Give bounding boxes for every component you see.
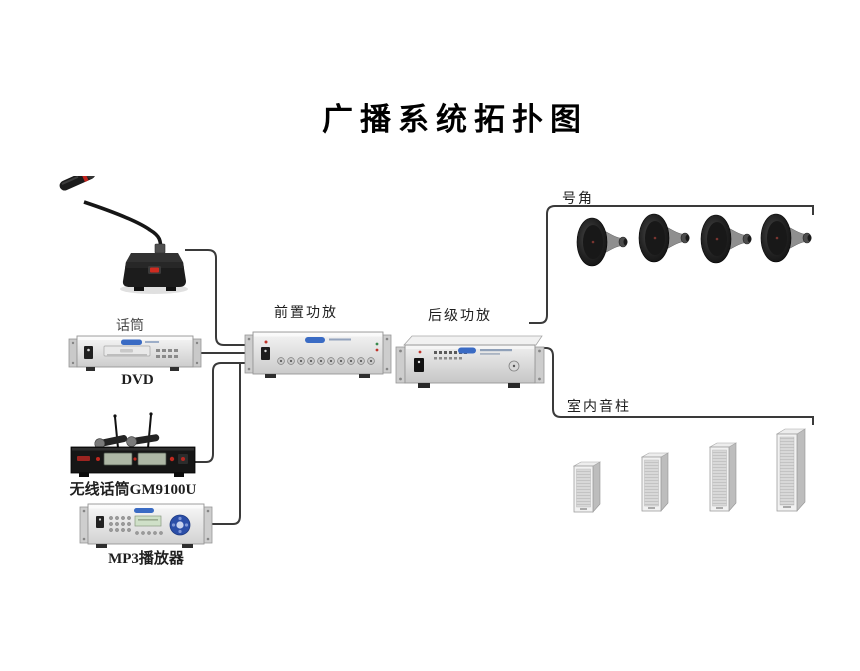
horn-speaker-image (638, 213, 690, 263)
power-amp-label: 后级功放 (428, 309, 492, 324)
line-mic-to-preamp (185, 249, 247, 346)
column-speaker-image (640, 452, 670, 512)
column-speaker-image (775, 428, 807, 512)
page-title: 广播系统拓扑图 (322, 102, 588, 137)
mp3-player-image (79, 503, 213, 548)
microphone-image (59, 176, 188, 294)
column-group-label: 室内音柱 (567, 400, 631, 415)
mp3-player-label: MP3播放器 (108, 551, 184, 567)
dvd-label: DVD (121, 372, 154, 388)
power-amp-image (395, 335, 545, 388)
column-speaker-image (708, 442, 738, 512)
preamp-label: 前置功放 (274, 306, 338, 321)
wireless-mic-label: 无线话筒GM9100U (69, 482, 197, 498)
preamp-image (244, 331, 392, 378)
horn-speaker-image (576, 217, 628, 267)
horn-group-label: 号角 (562, 192, 594, 207)
horn-speaker-image (700, 214, 752, 264)
microphone-label: 话筒 (116, 319, 144, 334)
dvd-player-image (68, 335, 202, 371)
horn-speaker-image (760, 213, 812, 263)
line-wirelessmic-to-preamp (194, 362, 247, 463)
column-speaker-image (572, 461, 602, 513)
wireless-mic-image (70, 412, 196, 477)
